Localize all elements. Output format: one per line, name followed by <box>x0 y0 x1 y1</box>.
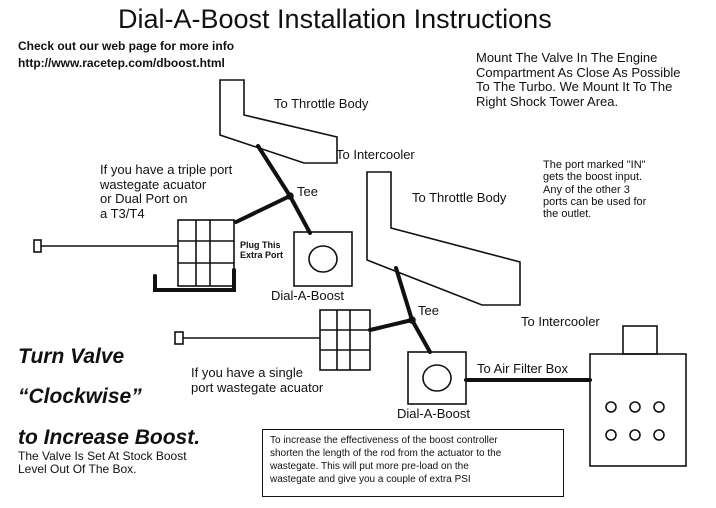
single-port-note: If you have a single port wastegate acua… <box>191 365 324 395</box>
turn-valve-line-1: Turn Valve <box>18 345 125 368</box>
bottom-hose-to-valve <box>410 318 432 354</box>
bottom-intercooler-label: To Intercooler <box>521 314 600 329</box>
top-intercooler-label: To Intercooler <box>336 147 415 162</box>
top-dial-a-boost-valve-icon <box>293 231 353 287</box>
bottom-dial-a-boost-valve-icon <box>407 351 467 405</box>
bottom-dial-a-boost-label: Dial-A-Boost <box>397 406 470 421</box>
web-note-line-1: Check out our web page for more info <box>18 39 235 53</box>
tip-box: To increase the effectiveness of the boo… <box>262 429 564 497</box>
triple-port-note: If you have a triple port wastegate acua… <box>100 162 233 221</box>
plug-port-note: Plug This Extra Port <box>240 240 284 261</box>
top-tee-label: Tee <box>297 184 318 199</box>
bottom-hose-to-actuator <box>368 318 414 332</box>
top-hose-to-valve <box>288 194 312 235</box>
bottom-throttle-body-label: To Throttle Body <box>412 190 507 205</box>
top-throttle-body-label: To Throttle Body <box>274 96 369 111</box>
page-title: Dial-A-Boost Installation Instructions <box>118 4 552 34</box>
bottom-tee-label: Tee <box>418 303 439 318</box>
top-hose-to-throttle <box>256 144 292 198</box>
bottom-intake-pipe-icon <box>366 171 521 306</box>
top-intake-pipe-icon <box>219 79 338 164</box>
top-dial-a-boost-label: Dial-A-Boost <box>271 288 344 303</box>
web-note-url: http://www.racetep.com/dboost.html <box>18 56 225 70</box>
turn-valve-line-2: “Clockwise” <box>18 385 142 408</box>
top-wastegate-actuator-icon <box>33 219 235 287</box>
air-filter-box-icon <box>589 325 687 467</box>
mount-note: Mount The Valve In The Engine Compartmen… <box>476 50 681 109</box>
top-hose-to-actuator <box>234 194 292 224</box>
bottom-hose-to-throttle <box>394 266 414 322</box>
port-note: The port marked "IN" gets the boost inpu… <box>543 159 647 221</box>
bottom-wastegate-actuator-icon <box>174 309 371 371</box>
tip-box-text: To increase the effectiveness of the boo… <box>270 435 502 485</box>
turn-valve-line-3: to Increase Boost. <box>18 426 201 449</box>
stock-boost-note: The Valve Is Set At Stock Boost Level Ou… <box>18 449 187 477</box>
air-filter-label: To Air Filter Box <box>477 361 569 376</box>
top-hose-from-actuator <box>153 268 236 292</box>
